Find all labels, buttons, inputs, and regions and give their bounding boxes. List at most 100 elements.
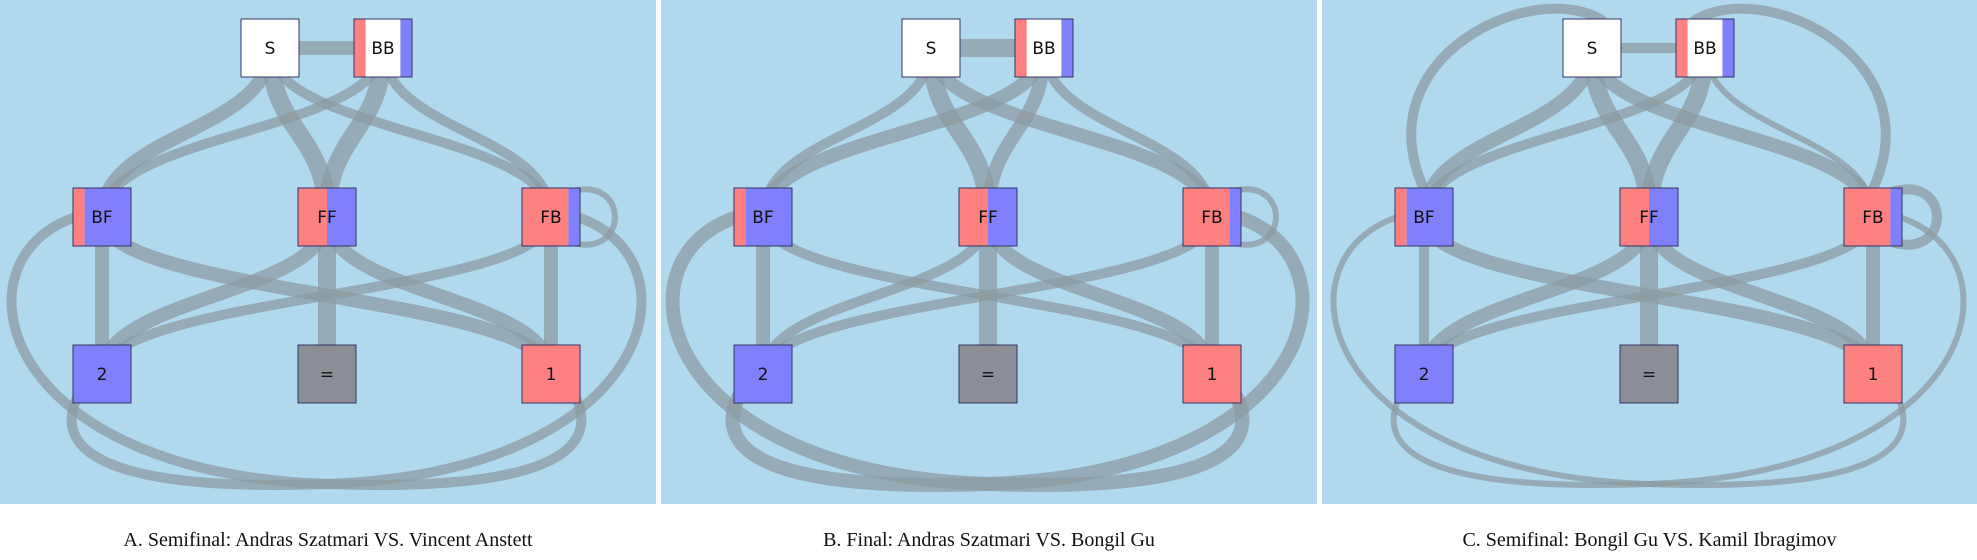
node-border <box>297 344 357 404</box>
node-label-eq: = <box>320 365 334 385</box>
edges-c <box>1330 3 1967 488</box>
node-border <box>958 344 1018 404</box>
node-fill <box>73 345 131 403</box>
node-bf: BF <box>733 187 793 247</box>
edge-fb-two <box>725 210 1310 492</box>
state-transition-graph-b: S BB BF FF FB 2 = 1 <box>665 18 1310 492</box>
node-border <box>1562 18 1622 78</box>
node-label-ff: FF <box>317 208 337 228</box>
edge-bb-fb <box>1690 3 1891 194</box>
node-bb: BB <box>353 18 413 78</box>
node-ff: FF <box>297 187 357 247</box>
node-label-bf: BF <box>752 208 773 228</box>
node-fill <box>959 345 1017 403</box>
edge-fb-fb <box>1890 184 1942 250</box>
nodes-b: S BB BF FF FB 2 = 1 <box>733 18 1242 404</box>
node-label-two: 2 <box>758 365 769 385</box>
node-bb: BB <box>1675 18 1735 78</box>
node-label-ff: FF <box>978 208 998 228</box>
node-fill <box>1844 345 1902 403</box>
node-border <box>733 187 793 247</box>
node-red-share <box>1676 19 1688 77</box>
node-two: 2 <box>1394 344 1454 404</box>
node-border <box>901 18 961 78</box>
node-label-one: 1 <box>1207 365 1218 385</box>
caption-a: A. Semifinal: Andras Szatmari VS. Vincen… <box>123 529 533 551</box>
node-eq: = <box>1619 344 1679 404</box>
node-fill <box>1620 345 1678 403</box>
node-label-bb: BB <box>1693 39 1716 59</box>
node-blue-share <box>327 188 356 246</box>
node-border <box>521 187 581 247</box>
node-fill <box>241 19 299 77</box>
node-label-bb: BB <box>1032 39 1055 59</box>
edge-bf-one <box>1330 214 1907 488</box>
node-border <box>958 187 1018 247</box>
edge-fb-two <box>66 212 647 490</box>
node-label-one: 1 <box>1868 365 1879 385</box>
edge-s-fb <box>1585 41 1880 224</box>
node-fill <box>1563 19 1621 77</box>
edge-s-bf <box>1406 3 1607 194</box>
node-blue-share <box>1061 19 1073 77</box>
node-border <box>1182 187 1242 247</box>
node-border <box>1619 187 1679 247</box>
node-label-fb: FB <box>1862 208 1883 228</box>
node-fill <box>734 345 792 403</box>
node-label-fb: FB <box>540 208 561 228</box>
node-label-s: S <box>265 39 276 59</box>
node-label-one: 1 <box>546 365 557 385</box>
node-red-share <box>1620 188 1649 246</box>
node-border <box>521 344 581 404</box>
edges-b <box>665 39 1310 492</box>
caption-b: B. Final: Andras Szatmari VS. Bongil Gu <box>823 529 1155 551</box>
node-eq: = <box>297 344 357 404</box>
node-bf: BF <box>1394 187 1454 247</box>
node-fb: FB <box>1182 187 1242 247</box>
node-bb: BB <box>1014 18 1074 78</box>
node-label-s: S <box>926 39 937 59</box>
node-ff: FF <box>958 187 1018 247</box>
node-border <box>1843 344 1903 404</box>
node-one: 1 <box>521 344 581 404</box>
node-red-share <box>1015 19 1027 77</box>
node-fill <box>902 19 960 77</box>
node-label-s: S <box>1587 39 1598 59</box>
node-fb: FB <box>521 187 581 247</box>
node-blue-share <box>745 188 792 246</box>
node-border <box>1675 18 1735 78</box>
node-border <box>240 18 300 78</box>
edge-fb-two <box>1390 214 1967 488</box>
edge-bb-bf <box>97 43 388 222</box>
edge-fb-fb <box>570 186 618 248</box>
node-border <box>1014 18 1074 78</box>
node-s: S <box>1562 18 1622 78</box>
node-red-share <box>734 188 746 246</box>
node-red-share <box>959 188 988 246</box>
node-border <box>72 187 132 247</box>
node-red-share <box>1395 188 1407 246</box>
node-blue-share <box>400 19 412 77</box>
node-border <box>1394 344 1454 404</box>
node-label-eq: = <box>981 365 995 385</box>
node-blue-share <box>988 188 1017 246</box>
node-red-share <box>73 188 85 246</box>
node-blue-share <box>568 188 580 246</box>
edge-bb-bf <box>756 41 1051 224</box>
node-s: S <box>240 18 300 78</box>
node-bf: BF <box>72 187 132 247</box>
node-label-fb: FB <box>1201 208 1222 228</box>
node-label-bf: BF <box>1413 208 1434 228</box>
node-red-share <box>1183 188 1230 246</box>
diagram-panel-b: S BB BF FF FB 2 = 1 <box>661 0 1317 504</box>
node-two: 2 <box>733 344 793 404</box>
node-blue-share <box>1649 188 1678 246</box>
node-red-share <box>298 188 327 246</box>
node-border <box>1182 344 1242 404</box>
node-border <box>353 18 413 78</box>
node-blue-share <box>1406 188 1453 246</box>
